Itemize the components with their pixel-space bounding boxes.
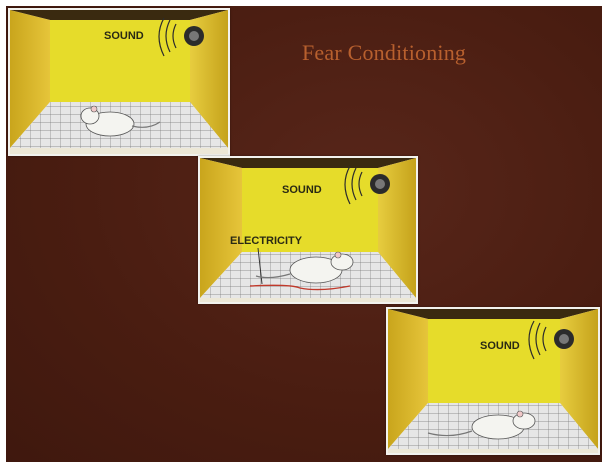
chamber-illustration-3: SOUND bbox=[388, 309, 598, 453]
panel-sound-test: SOUND bbox=[386, 307, 600, 455]
sound-label: SOUND bbox=[480, 340, 520, 352]
chamber-illustration-2: SOUND ELECTRICITY bbox=[200, 158, 416, 302]
slide-title: Fear Conditioning bbox=[302, 40, 466, 66]
panel-sound-shock: SOUND ELECTRICITY bbox=[198, 156, 418, 304]
chamber-illustration-1: SOUND bbox=[10, 10, 228, 154]
slide: Fear Conditioning SOUND bbox=[6, 6, 602, 462]
sound-label: SOUND bbox=[104, 30, 144, 42]
electricity-label: ELECTRICITY bbox=[230, 235, 303, 247]
sound-label: SOUND bbox=[282, 184, 322, 196]
panel-sound-only: SOUND bbox=[8, 8, 230, 156]
